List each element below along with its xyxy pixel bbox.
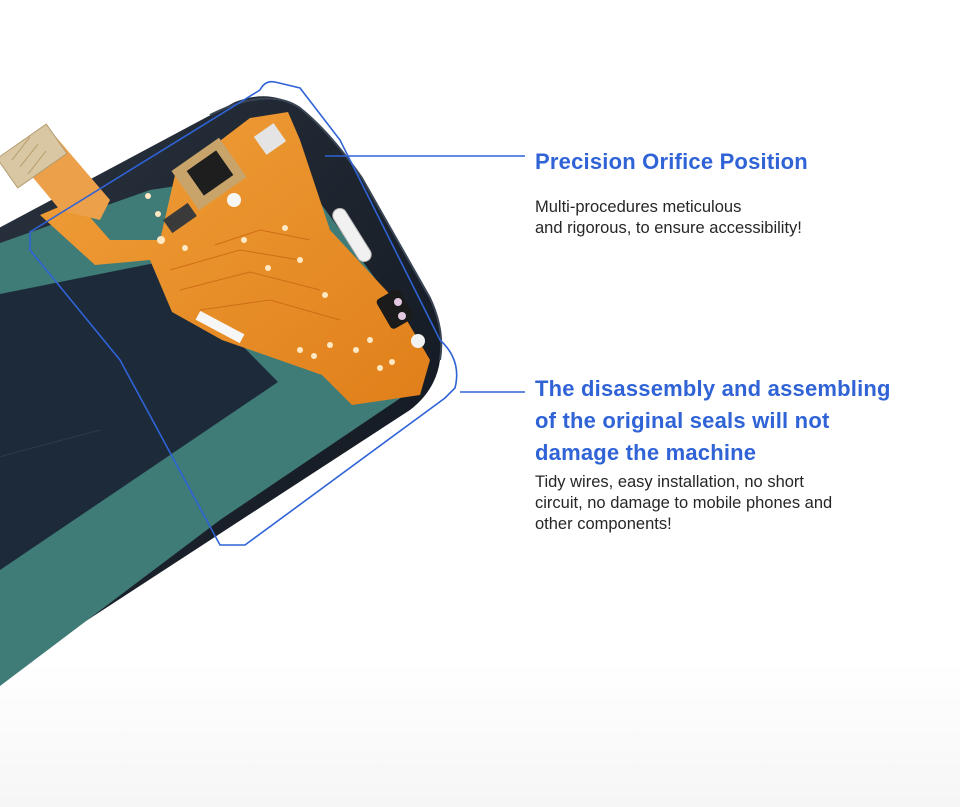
callout-1-desc-line: Multi-procedures meticulous bbox=[535, 198, 742, 216]
flex-traces bbox=[169, 229, 341, 321]
callout-2-heading-line: of the original seals will not bbox=[535, 408, 830, 433]
callout-2-desc-line: circuit, no damage to mobile phones and bbox=[535, 494, 833, 512]
callout-2-heading-line: The disassembly and assembling bbox=[535, 376, 891, 401]
lcd-inner-panel bbox=[0, 262, 278, 570]
callout-precision-orifice: Precision Orifice Position Multi-procedu… bbox=[535, 146, 945, 239]
callout-2-desc-line: other components! bbox=[535, 515, 672, 533]
connector bbox=[0, 123, 68, 189]
callout-1-desc-line: and rigorous, to ensure accessibility! bbox=[535, 219, 802, 237]
callout-1-heading-line: Precision Orifice Position bbox=[535, 149, 808, 174]
callout-2-heading-line: damage the machine bbox=[535, 440, 757, 465]
front-camera-icon bbox=[376, 289, 414, 329]
callout-1-description: Multi-procedures meticulous and rigorous… bbox=[535, 197, 945, 239]
callout-disassembly: The disassembly and assembling of the or… bbox=[535, 373, 945, 535]
callout-frame bbox=[29, 80, 458, 546]
callout-2-heading: The disassembly and assembling of the or… bbox=[535, 373, 945, 469]
callout-2-description: Tidy wires, easy installation, no short … bbox=[535, 472, 945, 535]
flex-cable bbox=[40, 112, 430, 405]
callout-2-desc-line: Tidy wires, easy installation, no short bbox=[535, 473, 805, 491]
chip-icon bbox=[171, 137, 247, 211]
callout-1-heading: Precision Orifice Position bbox=[535, 146, 945, 178]
proximity-sensor-icon bbox=[411, 334, 425, 348]
earpiece-slot-icon bbox=[332, 207, 372, 263]
